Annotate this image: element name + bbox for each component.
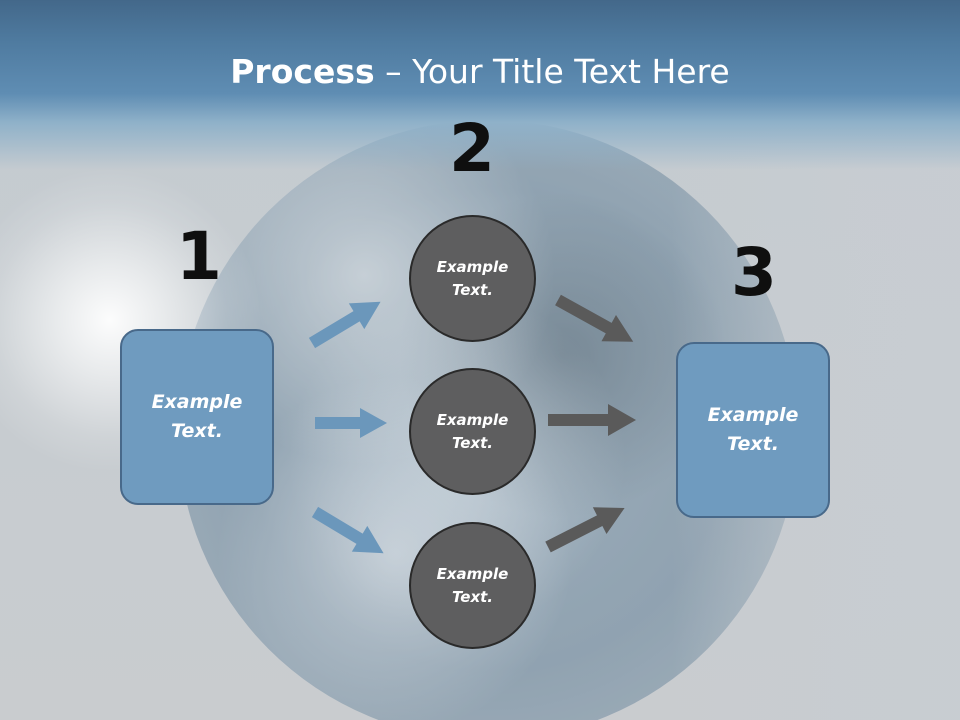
step3-box-text: Example Text. xyxy=(707,404,799,455)
blue-arrow-down xyxy=(311,506,384,554)
step2-circle-middle[interactable]: Example Text. xyxy=(409,368,536,495)
title-bold-part: Process xyxy=(230,52,375,91)
circle-top-text: Example Text. xyxy=(436,257,509,299)
step-number-1: 1 xyxy=(176,218,222,295)
circle-middle-text: Example Text. xyxy=(436,410,509,452)
title-rest-part: – Your Title Text Here xyxy=(374,52,730,91)
circle-bottom-text: Example Text. xyxy=(436,564,509,606)
header-band xyxy=(0,0,960,170)
step1-box[interactable]: Example Text. xyxy=(120,329,274,505)
slide-title[interactable]: Process – Your Title Text Here xyxy=(0,52,960,91)
step2-circle-top[interactable]: Example Text. xyxy=(409,215,536,342)
gray-arrow-down xyxy=(555,294,634,342)
blue-arrow-right xyxy=(315,408,387,438)
gray-arrow-up xyxy=(545,507,625,553)
step2-circle-bottom[interactable]: Example Text. xyxy=(409,522,536,649)
step-number-3: 3 xyxy=(731,234,777,311)
blue-arrow-up xyxy=(308,301,381,349)
step3-box[interactable]: Example Text. xyxy=(676,342,830,518)
gray-arrow-right xyxy=(548,404,636,436)
step-number-2: 2 xyxy=(449,110,495,187)
step1-box-text: Example Text. xyxy=(151,391,243,442)
